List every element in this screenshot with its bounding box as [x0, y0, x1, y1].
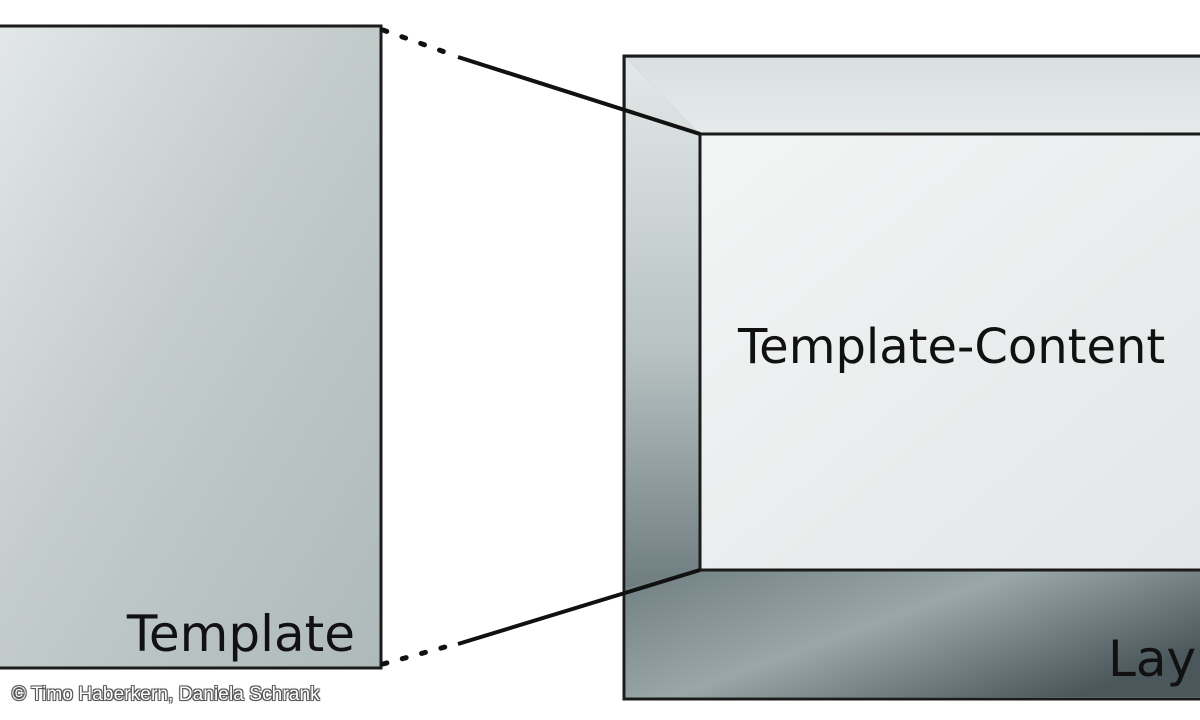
connector-bottom-solid: [457, 568, 701, 646]
layout-top-band: [626, 58, 1200, 134]
template-content-box: [698, 132, 1200, 572]
layout-label: Lay: [1108, 630, 1196, 688]
connector-top-dotted: [380, 27, 459, 59]
connector-top-solid: [457, 55, 701, 136]
layout-left-band: [626, 58, 700, 588]
template-content-label: Template-Content: [737, 319, 1165, 375]
layout-bottom-band: [626, 570, 1200, 697]
copyright-notice: © Timo Haberkern, Daniela Schrank: [12, 684, 320, 705]
connector-bottom-dotted: [380, 641, 459, 667]
template-box: [0, 24, 383, 670]
template-label: Template: [126, 605, 355, 663]
